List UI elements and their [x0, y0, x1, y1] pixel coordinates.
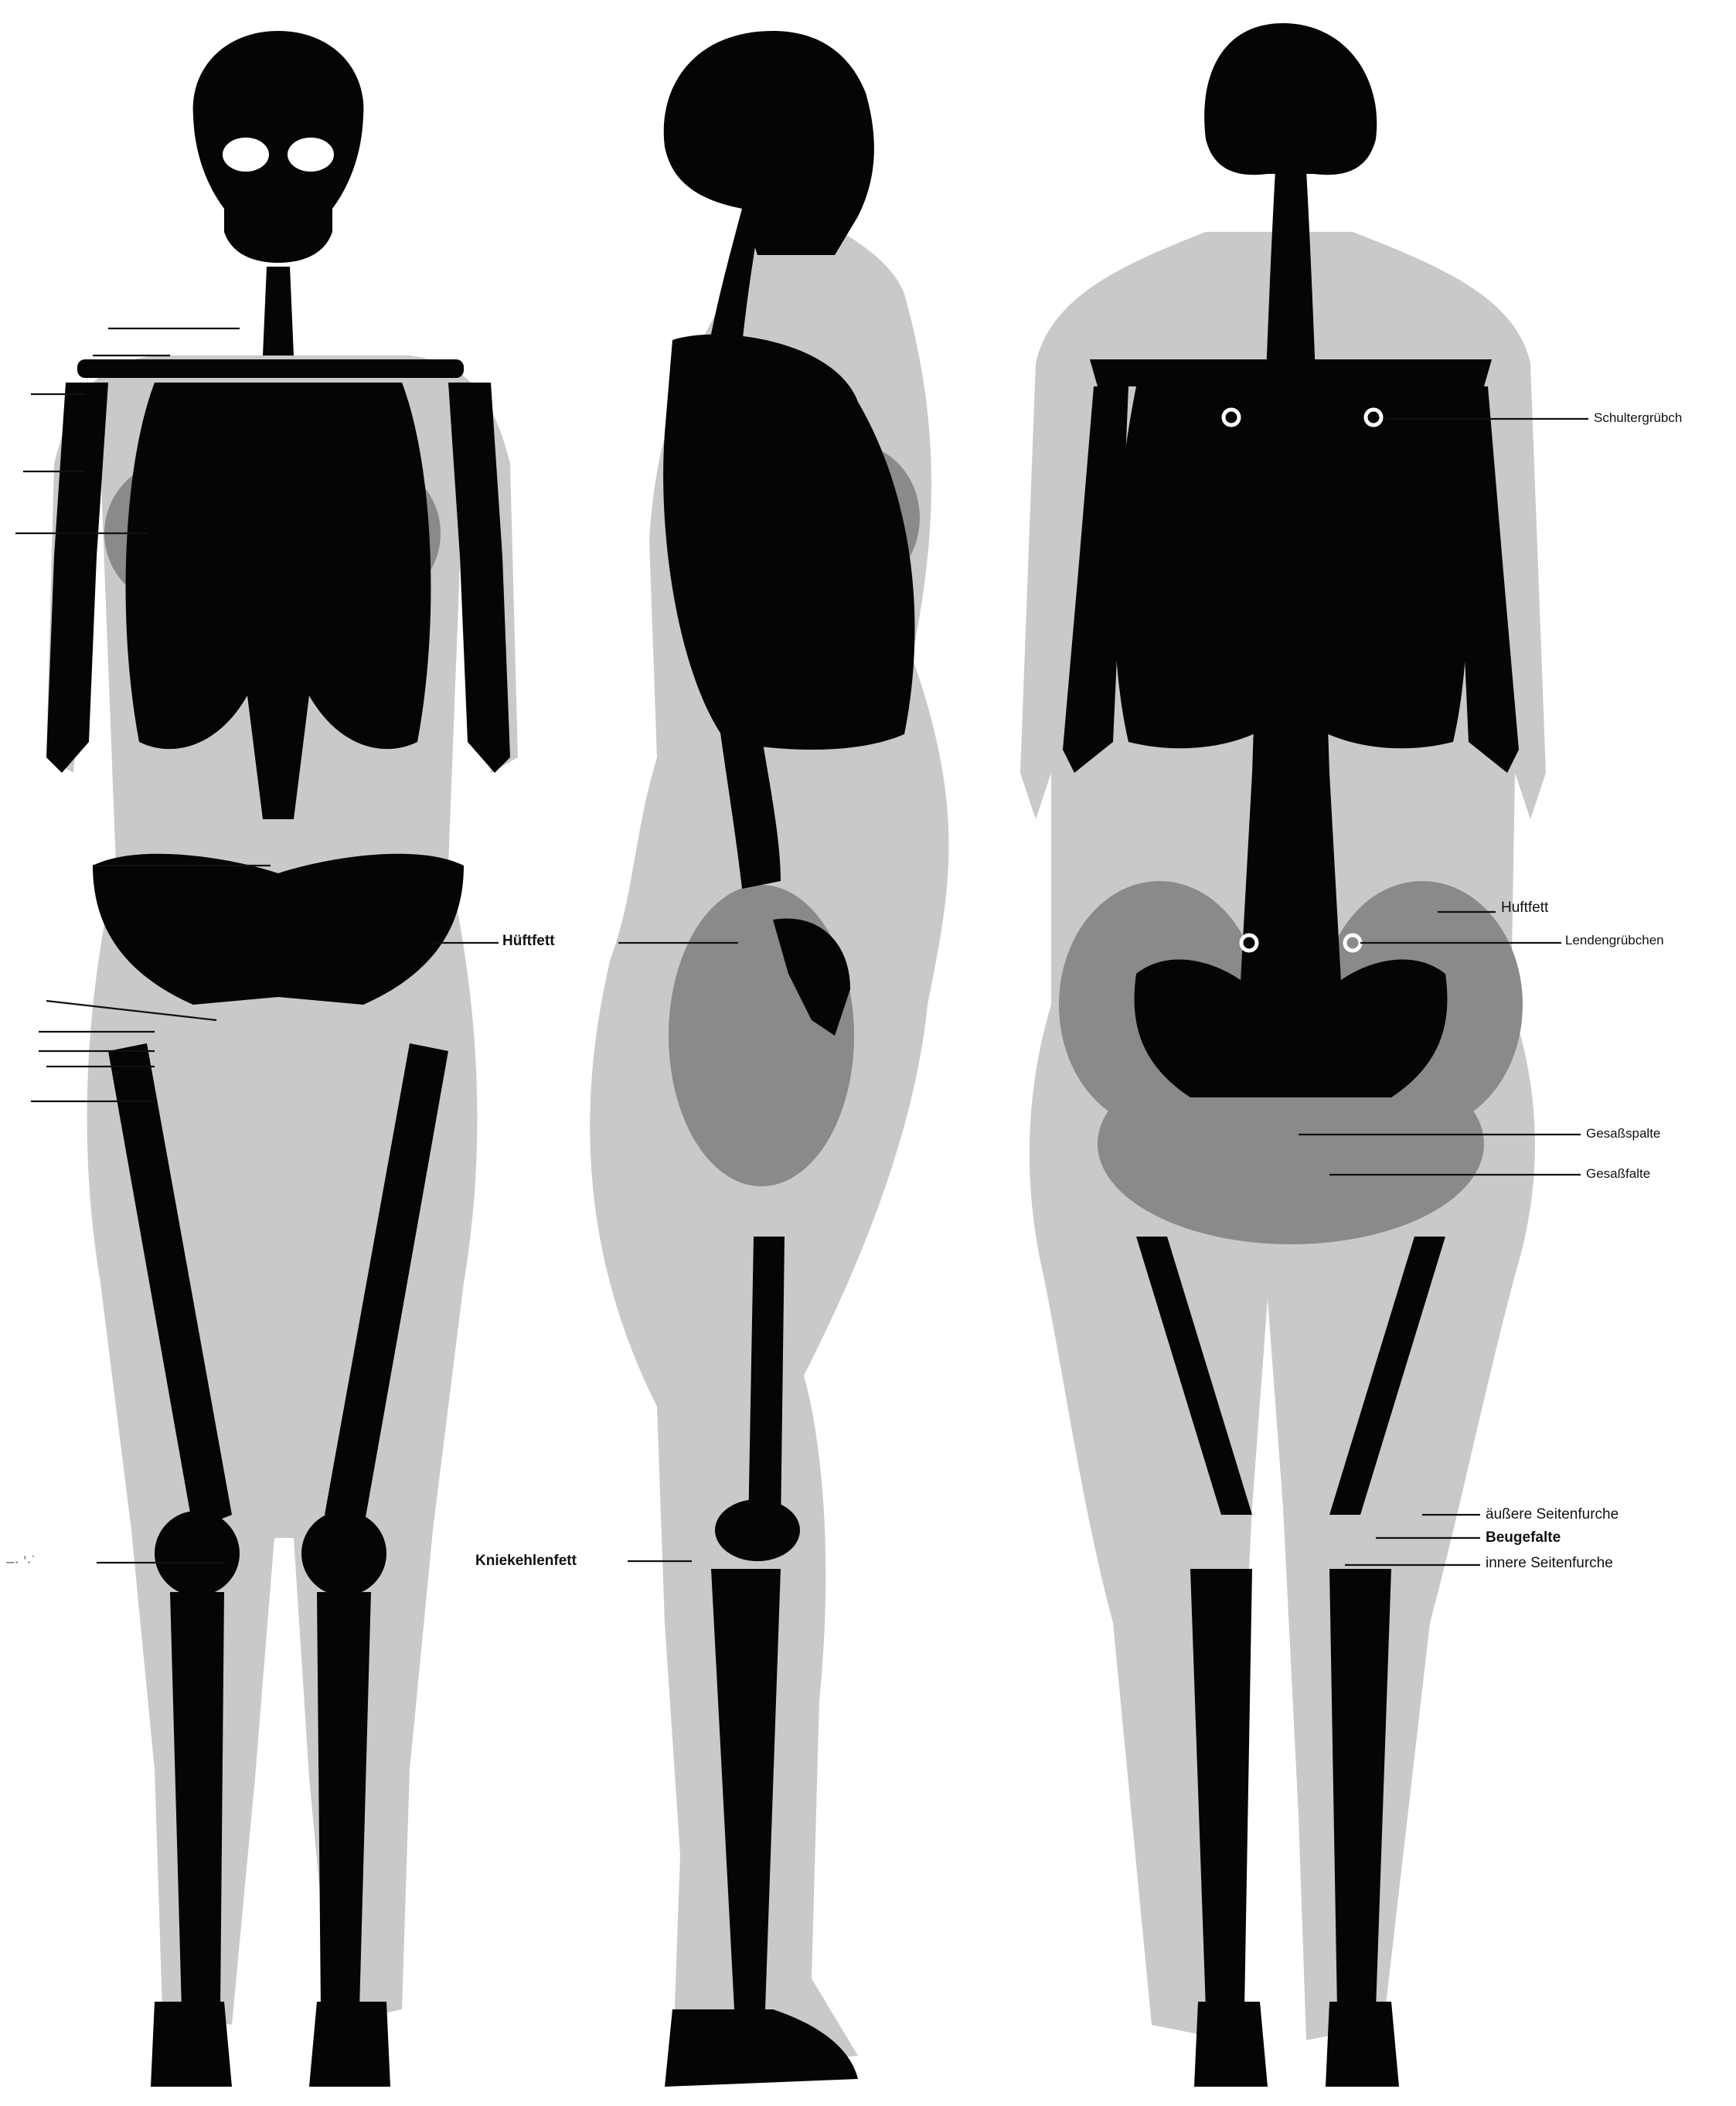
label-back-hip-fat: Huftfett: [1501, 900, 1548, 915]
back-foot-left: [1194, 2002, 1268, 2087]
side-femur: [748, 1237, 785, 1530]
side-view: [590, 31, 948, 2087]
front-spine-neck: [263, 267, 294, 356]
side-hip-fat: [669, 885, 854, 1186]
label-back-lumbar: Lendengrübchen: [1565, 934, 1664, 947]
label-back-outer-furrow: äußere Seitenfurche: [1486, 1507, 1619, 1522]
label-back-inner-furrow: innere Seitenfurche: [1486, 1556, 1613, 1570]
back-skull: [1204, 23, 1377, 175]
front-arm-left: [46, 383, 108, 773]
front-foot-right: [309, 2002, 390, 2087]
label-side-hip: Hüftfett: [502, 934, 555, 948]
label-front-knee: –· ’·˙: [6, 1555, 36, 1570]
label-side-knee: Kniekehlenfett: [475, 1553, 577, 1568]
front-knee-right: [301, 1511, 386, 1596]
front-clavicles: [77, 359, 464, 378]
back-ribcage: [1115, 386, 1468, 748]
label-back-gluteal-fold-1: Gesaßspalte: [1586, 1127, 1660, 1140]
label-back-gluteal-fold-2: Gesaßfalte: [1586, 1167, 1650, 1180]
side-knee: [715, 1499, 800, 1561]
front-knee-left: [155, 1511, 240, 1596]
front-eye-socket-left: [223, 138, 269, 172]
label-back-shoulder: Schultergrübch: [1594, 411, 1682, 424]
back-foot-right: [1326, 2002, 1399, 2087]
front-skull: [193, 31, 364, 263]
front-view: [46, 31, 518, 2087]
back-view: [1020, 23, 1546, 2087]
back-shoulder-girdle: [1090, 359, 1492, 386]
front-eye-socket-right: [288, 138, 334, 172]
label-back-flexion-fold: Beugefalte: [1486, 1530, 1561, 1545]
front-foot-left: [151, 2002, 232, 2087]
side-skull: [664, 31, 874, 255]
